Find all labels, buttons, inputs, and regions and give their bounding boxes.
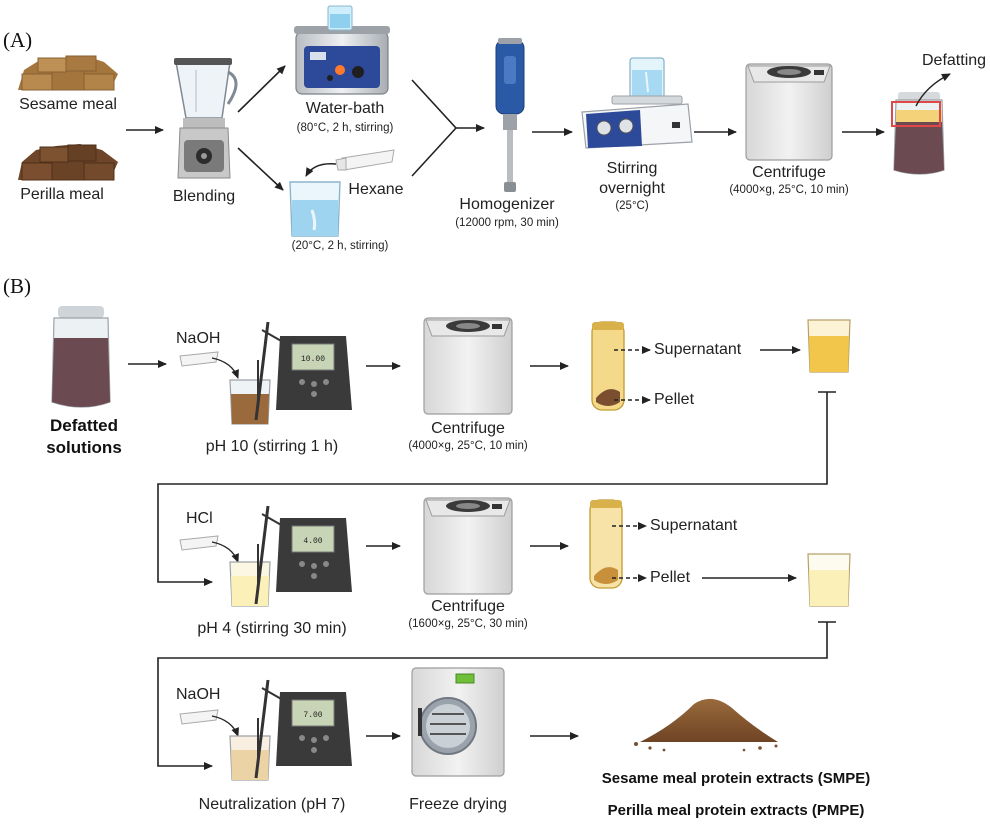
hexane-beaker-icon: [289, 181, 341, 237]
panel-b-label: (B): [3, 274, 31, 298]
centrifuge-icon-b1: [423, 317, 513, 415]
ph4-caption: pH 4 (stirring 30 min): [197, 620, 347, 637]
converge-line-top: [411, 79, 457, 129]
defatted-solutions-line1: Defatted: [49, 416, 119, 435]
protein-powder-heap-icon: [634, 698, 778, 752]
centrifuge-b2-label: Centrifuge: [431, 598, 505, 615]
centrifuge-icon-b2: [423, 497, 513, 595]
homogenizer-label: Homogenizer: [459, 196, 555, 213]
pmpe-label: Perilla meal protein extracts (PMPE): [607, 802, 865, 819]
water-bath-conditions: (80°C, 2 h, stirring): [296, 122, 394, 134]
freeze-drying-label: Freeze drying: [409, 796, 507, 813]
defatted-solution-jar-icon: [51, 306, 111, 408]
hexane-label: Hexane: [348, 181, 404, 198]
naoh-label-row1: NaOH: [176, 330, 221, 347]
ph-meter-row3-icon: [179, 679, 352, 781]
defatting-label: Defatting: [922, 52, 987, 69]
meter-display-row2: 4.00: [303, 537, 322, 546]
pellet-label-row1: Pellet: [654, 391, 695, 408]
converge-line-bottom: [411, 127, 457, 177]
connector-row2-to-row3: [157, 621, 836, 770]
stirring-conditions: (25°C): [615, 200, 649, 212]
pellet-beaker-row2-icon: [807, 553, 851, 607]
supernatant-label-row1: Supernatant: [654, 341, 742, 358]
neutralization-caption: Neutralization (pH 7): [198, 796, 346, 813]
arrow-to-hexane: [237, 147, 284, 191]
homogenizer-conditions: (12000 rpm, 30 min): [455, 217, 559, 229]
meter-display-row1: 10.00: [301, 355, 325, 364]
magnetic-stirrer-icon: [581, 57, 693, 149]
ph10-caption: pH 10 (stirring 1 h): [205, 438, 339, 455]
blending-label: Blending: [172, 188, 236, 205]
meter-display-row3: 7.00: [303, 711, 322, 720]
centrifuge-b1-conditions: (4000×g, 25°C, 10 min): [408, 440, 528, 452]
centrifuge-a-label: Centrifuge: [752, 164, 826, 181]
naoh-label-row3: NaOH: [176, 686, 221, 703]
sesame-meal-label: Sesame meal: [19, 96, 117, 113]
water-bath-icon: [294, 5, 390, 95]
sesame-meal-pile-icon: [18, 55, 118, 91]
water-bath-label: Water-bath: [305, 100, 385, 117]
overnight-label: overnight: [599, 180, 665, 197]
panel-a-label: (A): [3, 28, 33, 52]
blender-icon: [174, 58, 238, 179]
centrifuge-b2-conditions: (1600×g, 25°C, 30 min): [408, 618, 528, 630]
smpe-label: Sesame meal protein extracts (SMPE): [601, 770, 871, 787]
hexane-conditions: (20°C, 2 h, stirring): [291, 240, 389, 252]
pellet-label-row2: Pellet: [650, 569, 691, 586]
ph-meter-row1-icon: [179, 321, 352, 425]
perilla-meal-pile-icon: [18, 144, 118, 181]
stirring-label: Stirring: [606, 160, 658, 177]
centrifuge-tube-row1-icon: [591, 321, 625, 411]
hexane-flask-icon: [305, 149, 395, 177]
defatted-solutions-line2: solutions: [46, 438, 122, 457]
arrow-to-water-bath: [237, 65, 286, 113]
centrifuge-tube-row2-icon: [589, 499, 623, 589]
centrifuge-a-conditions: (4000×g, 25°C, 10 min): [729, 184, 849, 196]
supernatant-label-row2: Supernatant: [650, 517, 738, 534]
defatting-jar-icon: [891, 73, 951, 175]
hcl-label-row2: HCl: [186, 510, 213, 527]
freeze-dryer-icon: [411, 667, 505, 777]
centrifuge-icon-a: [745, 63, 833, 161]
centrifuge-b1-label: Centrifuge: [431, 420, 505, 437]
homogenizer-icon: [495, 38, 525, 192]
supernatant-beaker-row1-icon: [807, 319, 851, 373]
ph-meter-row2-icon: [179, 505, 352, 607]
connector-row1-to-row2: [157, 391, 836, 586]
perilla-meal-label: Perilla meal: [20, 186, 104, 203]
